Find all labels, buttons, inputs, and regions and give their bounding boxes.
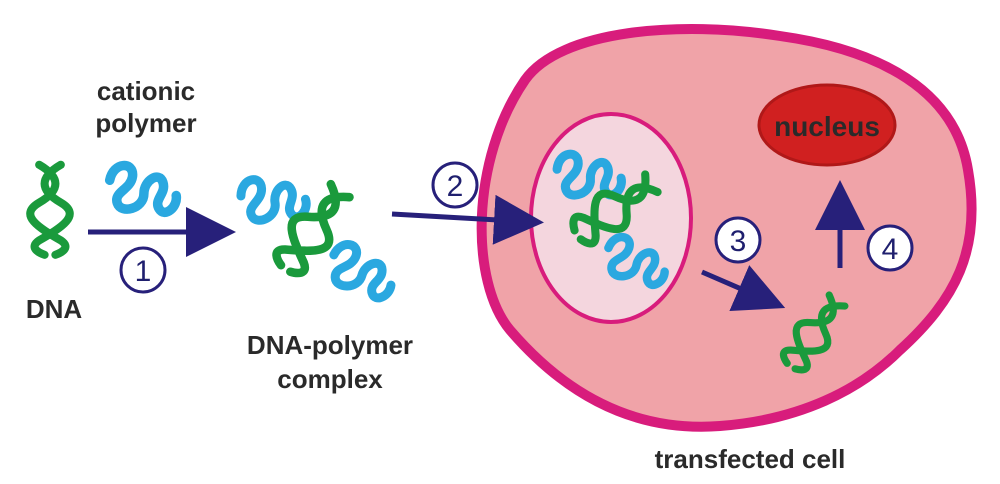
arrow-step-2 <box>391 194 544 245</box>
step-3-badge <box>714 216 762 264</box>
step-2-number: 2 <box>447 170 464 203</box>
step-4-badge <box>866 224 914 272</box>
dna-polymer-complex-icon <box>238 171 398 300</box>
step-3-number: 3 <box>730 225 747 258</box>
cationic-polymer-label-line2: polymer <box>95 108 196 138</box>
dna-free-icon <box>30 165 69 255</box>
nucleus <box>757 83 897 167</box>
complex-label-line1: DNA-polymer <box>247 330 413 360</box>
transfected-cell-label: transfected cell <box>655 444 846 474</box>
nucleus-label: nucleus <box>774 111 880 142</box>
cationic-polymer-label-line1: cationic <box>97 76 195 106</box>
step-1-number: 1 <box>135 255 152 288</box>
step-2-badge <box>431 161 479 209</box>
step-4-number: 4 <box>882 233 899 266</box>
complex-label-line2: complex <box>277 364 383 394</box>
dna-label: DNA <box>26 294 83 324</box>
polymer-free-icon <box>110 166 177 213</box>
step-1-badge <box>119 246 167 294</box>
arrow-step-3 <box>701 265 786 312</box>
endosome <box>529 112 693 324</box>
